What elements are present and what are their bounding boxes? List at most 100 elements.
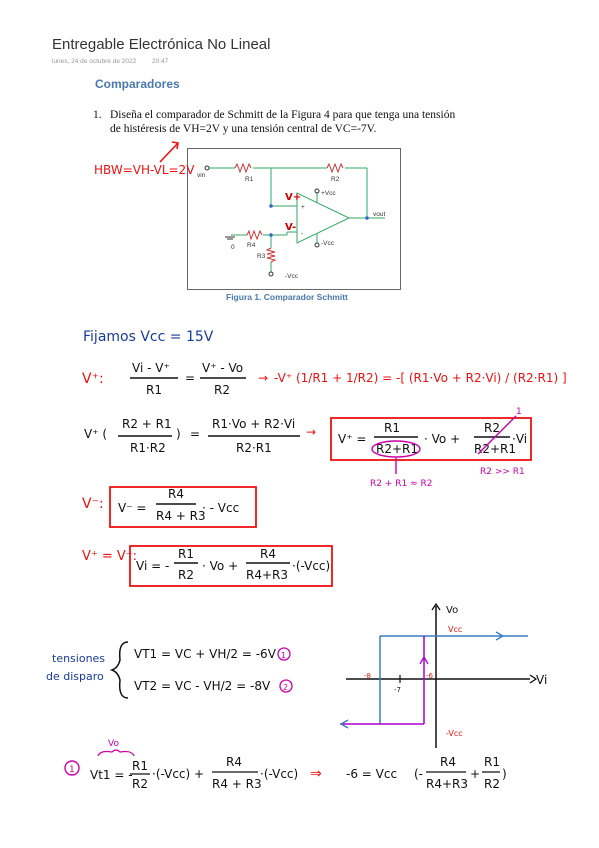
vi-term: ·Vi bbox=[512, 432, 527, 446]
graph-vcc: Vcc bbox=[448, 625, 462, 634]
label-op-minus: - bbox=[301, 230, 303, 237]
graph-m8: -8 bbox=[364, 672, 371, 680]
bottom-close: ) bbox=[502, 767, 507, 781]
vi-eq: Vi = - bbox=[136, 559, 169, 573]
vplus-2-close: ) bbox=[176, 427, 181, 441]
frac5-num: R1 bbox=[384, 421, 400, 435]
vminus-label: V⁻: bbox=[82, 496, 104, 512]
frac1-den: R1 bbox=[146, 383, 162, 397]
bottom-vcc: ·(-Vcc) + bbox=[152, 767, 204, 781]
section-title: Comparadores bbox=[95, 77, 180, 91]
frac13-num: R1 bbox=[484, 755, 500, 769]
vplus-result-label: V⁺ = bbox=[338, 432, 366, 446]
frac1-num: Vi - V⁺ bbox=[132, 361, 170, 375]
label-zero: 0 bbox=[231, 244, 235, 251]
label-r1: R1 bbox=[245, 176, 254, 183]
approx-note: R2 + R1 ≈ R2 bbox=[370, 479, 432, 489]
exercise-text: 1. Diseña el comparador de Schmitt de la … bbox=[93, 108, 513, 136]
frac9-num: R4 bbox=[260, 547, 276, 561]
tensiones-label: tensiones bbox=[52, 652, 105, 665]
frac10-den: R2 bbox=[132, 777, 148, 791]
label-vout: vout bbox=[373, 211, 385, 218]
arrow1: → bbox=[258, 371, 268, 385]
label-r3: R3 bbox=[257, 253, 266, 260]
frac8-den: R2 bbox=[178, 568, 194, 582]
implies-arrow: ⇒ bbox=[310, 766, 322, 782]
label-op-plus: + bbox=[301, 204, 305, 211]
frac7-den: R4 + R3 bbox=[156, 509, 206, 523]
graph-neg-vcc: -Vcc bbox=[446, 729, 463, 738]
bottom-plus: + bbox=[470, 767, 480, 781]
hbw-note: HBW=VH-VL=2V bbox=[94, 163, 195, 177]
frac13-den: R2 bbox=[484, 777, 500, 791]
frac11-den: R4 + R3 bbox=[212, 777, 262, 791]
vt2-eq: VT2 = VC - VH/2 = -8V bbox=[134, 679, 271, 693]
vplus-label: V⁺: bbox=[82, 371, 104, 387]
label-vcc-neg: -Vcc bbox=[321, 240, 335, 247]
exercise-line-1: Diseña el comparador de Schmitt de la Fi… bbox=[110, 109, 456, 121]
circle2-label: 2 bbox=[283, 683, 288, 692]
frac6-num: R2 bbox=[484, 421, 500, 435]
graph-m7: -7 bbox=[394, 686, 401, 694]
eq3: = bbox=[190, 427, 200, 441]
equality-label: V⁺ = V⁻: bbox=[82, 549, 137, 564]
result-box-vminus bbox=[109, 486, 257, 528]
schmitt-circuit-figure: vin R1 R2 +Vcc vout -Vcc R4 0 R3 -Vcc + … bbox=[187, 148, 401, 290]
vcc-term-2: ·(-Vcc) bbox=[292, 559, 330, 573]
label-r2: R2 bbox=[331, 176, 340, 183]
vo-term: · Vo + bbox=[424, 432, 460, 446]
frac10-num: R1 bbox=[132, 759, 148, 773]
date-text: lunes, 24 de octubre de 2022 bbox=[52, 58, 137, 65]
bottom-minus6: -6 = Vcc bbox=[346, 767, 397, 781]
frac12-den: R4+R3 bbox=[426, 777, 468, 791]
graph-vo-axis: Vo bbox=[446, 605, 458, 616]
figure-caption: Figura 1. Comparador Schmitt bbox=[226, 292, 348, 302]
eq1: = bbox=[185, 371, 195, 385]
frac5-den: R2+R1 bbox=[376, 442, 418, 456]
frac2-num: V⁺ - Vo bbox=[202, 361, 243, 375]
one-note: 1 bbox=[516, 407, 522, 417]
exercise-number: 1. bbox=[93, 109, 102, 121]
graph-m6: -6 bbox=[426, 672, 434, 680]
arrow2: → bbox=[306, 425, 316, 439]
disparo-label: de disparo bbox=[46, 670, 104, 683]
frac12-num: R4 bbox=[440, 755, 456, 769]
frac2-den: R2 bbox=[214, 383, 230, 397]
frac6-den: R2+R1 bbox=[474, 442, 516, 456]
vo-term-2: · Vo + bbox=[202, 559, 238, 573]
vo-brace-label: Vo bbox=[108, 739, 119, 749]
vminus-eq: V⁻ = bbox=[118, 501, 146, 515]
bottom-neg-vcc: ·(-Vcc) bbox=[260, 767, 298, 781]
frac7-num: R4 bbox=[168, 487, 184, 501]
result-box-vi bbox=[129, 545, 333, 587]
label-neg-vcc-bottom: -Vcc bbox=[285, 273, 299, 280]
label-vin: vin bbox=[197, 172, 206, 179]
result-box-vplus bbox=[330, 417, 532, 461]
page-title: Entregable Electrónica No Lineal bbox=[52, 36, 271, 53]
label-vplus: V+ bbox=[285, 192, 301, 203]
frac3-num: R2 + R1 bbox=[122, 417, 172, 431]
svg-text:1: 1 bbox=[69, 765, 75, 775]
frac4-den: R2·R1 bbox=[236, 441, 272, 455]
vt1-eq: VT1 = VC + VH/2 = -6V bbox=[134, 647, 277, 661]
time-text: 20:47 bbox=[152, 58, 169, 65]
vplus-2: V⁺ ( bbox=[84, 427, 107, 441]
frac3-den: R1·R2 bbox=[130, 441, 166, 455]
label-r4: R4 bbox=[247, 242, 256, 249]
frac8-num: R1 bbox=[178, 547, 194, 561]
frac11-num: R4 bbox=[226, 755, 242, 769]
step1: -V⁺ (1/R1 + 1/R2) = -[ (R1·Vo + R2·Vi) /… bbox=[274, 371, 567, 385]
label-vminus: V- bbox=[285, 222, 296, 233]
label-vcc-pos: +Vcc bbox=[321, 190, 336, 197]
vcc-term: · - Vcc bbox=[202, 501, 239, 515]
page-date: lunes, 24 de octubre de 2022 20:47 bbox=[52, 58, 182, 65]
exercise-line-2: de histéresis de VH=2V y una tensión cen… bbox=[110, 123, 377, 135]
frac9-den: R4+R3 bbox=[246, 568, 288, 582]
r2gg-note: R2 >> R1 bbox=[480, 467, 525, 477]
frac4-num: R1·Vo + R2·Vi bbox=[212, 417, 295, 431]
hysteresis-graph: Vo Vi Vcc -Vcc -8 -7 -6 bbox=[339, 602, 547, 748]
bottom-paren: (- bbox=[414, 767, 423, 781]
graph-vi-axis: Vi bbox=[536, 673, 547, 687]
circle1-label: 1 bbox=[281, 651, 286, 660]
